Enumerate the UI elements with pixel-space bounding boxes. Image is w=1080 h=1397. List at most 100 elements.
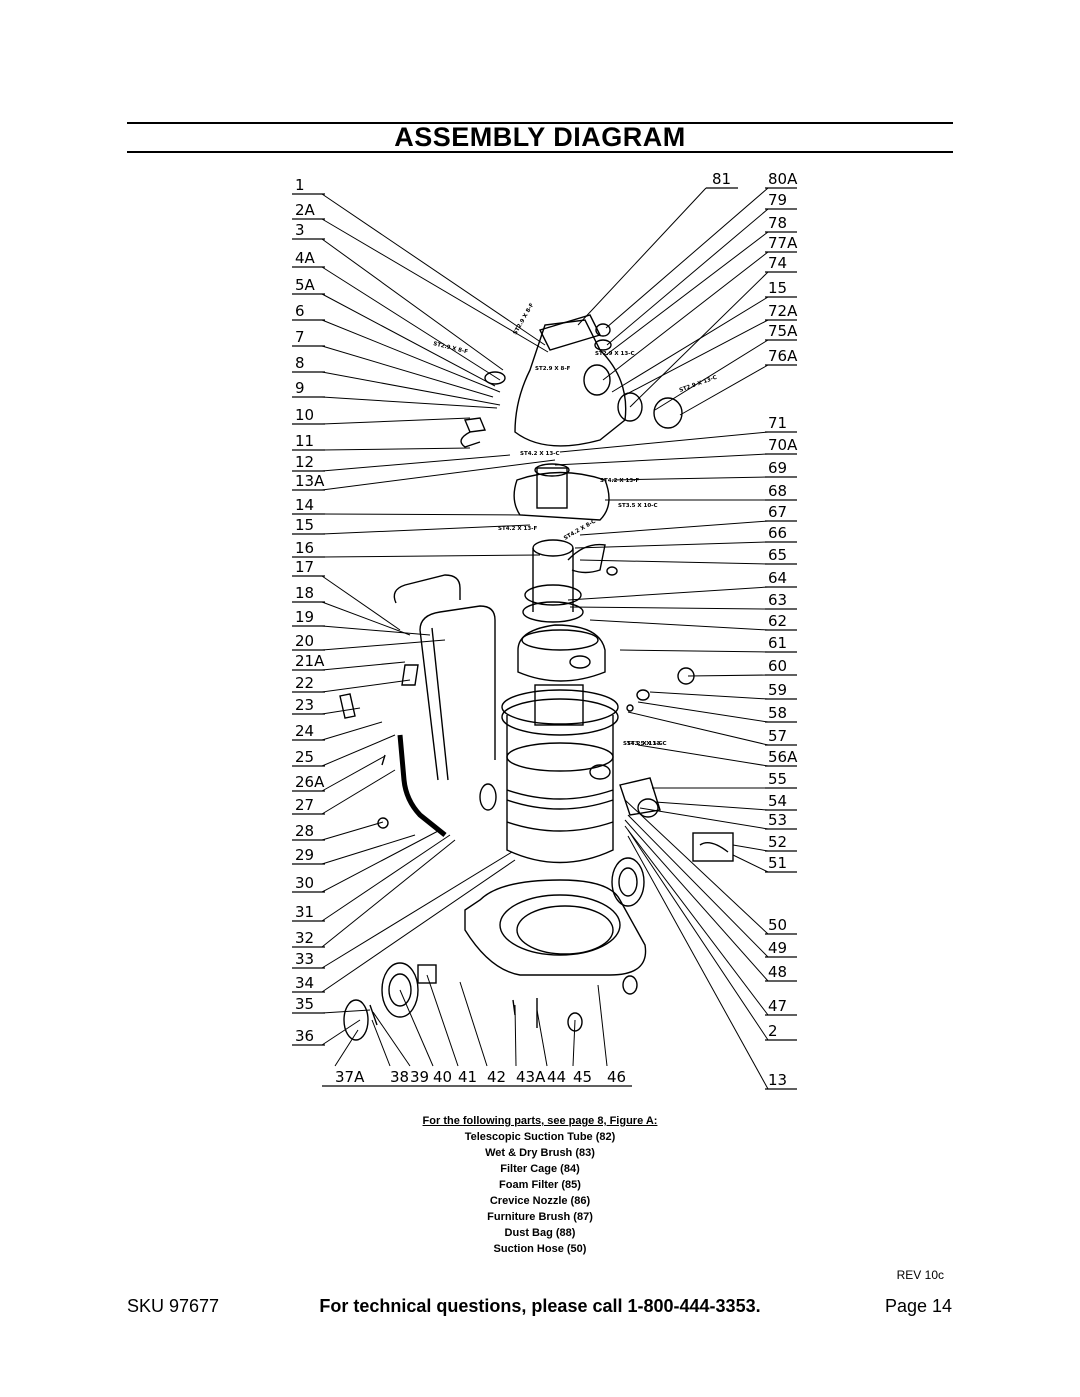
leader-line: [321, 639, 446, 651]
leader-line: [321, 454, 511, 472]
left-labels: 12A34A5A678910111213A1415161718192021A22…: [292, 176, 325, 1046]
left-callout-label: 27: [295, 796, 314, 814]
leader-line: [371, 1019, 391, 1067]
bottom-callout-label: 43A: [516, 1068, 546, 1086]
left-callout-label: 26A: [295, 773, 325, 791]
leader-lines: [321, 187, 769, 1090]
left-callout-label: 22: [295, 674, 314, 692]
left-callout-label: 30: [295, 874, 314, 892]
right-callout-label: 74: [768, 254, 787, 272]
leader-line: [627, 829, 769, 1041]
right-callout-label: 78: [768, 214, 787, 232]
left-callout-label: 32: [295, 929, 314, 947]
left-callout-label: 33: [295, 950, 314, 968]
leader-line: [321, 829, 441, 893]
notes-item: Dust Bag (88): [504, 1227, 576, 1239]
title-bottom-rule: [127, 151, 953, 153]
part-code: ST3.5 X 13-C: [627, 741, 667, 747]
bottom-callout-label: 37A: [335, 1068, 365, 1086]
right-callout-label: 71: [768, 414, 787, 432]
leader-line: [321, 661, 406, 671]
bottom-callout-label: 46: [607, 1068, 626, 1086]
right-callout-label: 13: [768, 1071, 787, 1089]
bottom-callout-label: 38: [390, 1068, 409, 1086]
notes-item: Filter Cage (84): [500, 1163, 580, 1175]
leader-line: [606, 208, 769, 346]
left-callout-label: 14: [295, 496, 314, 514]
leader-line: [321, 345, 494, 398]
leader-line: [627, 814, 769, 958]
leader-line: [321, 447, 471, 451]
leader-line: [321, 218, 549, 353]
title-top-rule: [127, 122, 953, 124]
leader-line: [321, 1009, 371, 1014]
right-callout-label: 65: [768, 546, 787, 564]
left-callout-label: 3: [295, 221, 305, 239]
leader-line: [637, 744, 769, 767]
leader-line: [572, 1019, 576, 1067]
part-code: ST2.9 X 13-C: [679, 375, 718, 394]
right-callout-label: 57: [768, 727, 787, 745]
leader-line: [321, 625, 431, 636]
leader-line: [679, 364, 769, 416]
right-callout-label: 67: [768, 503, 787, 521]
bottom-callout-label: 44: [547, 1068, 566, 1086]
leader-line: [334, 1029, 359, 1067]
leader-line: [321, 238, 504, 371]
left-callout-label: 11: [295, 432, 314, 450]
leader-line: [459, 981, 488, 1067]
notes-heading: For the following parts, see page 8, Fig…: [422, 1115, 658, 1127]
leader-line: [579, 520, 769, 536]
leader-line: [687, 674, 769, 677]
notes-item: Furniture Brush (87): [487, 1211, 593, 1223]
leader-line: [321, 524, 531, 535]
left-callout-label: 19: [295, 608, 314, 626]
leader-line: [567, 586, 769, 601]
leader-line: [639, 807, 769, 830]
footer-sku: SKU 97677: [127, 1296, 220, 1316]
leader-line: [624, 319, 769, 396]
right-callout-label: 72A: [768, 302, 798, 320]
right-callout-label: 79: [768, 191, 787, 209]
bottom-callout-label: 42: [487, 1068, 506, 1086]
left-callout-label: 5A: [295, 276, 316, 294]
right-callout-label: 60: [768, 657, 787, 675]
leader-line: [619, 649, 769, 653]
leader-line: [321, 371, 501, 406]
part-code: ST4.2 X 8-C: [563, 519, 597, 542]
right-labels: 80A797877A741572A75A76A7170A696867666564…: [765, 170, 798, 1090]
notes-item: Foam Filter (85): [499, 1179, 581, 1191]
notes-item: Telescopic Suction Tube (82): [464, 1131, 616, 1143]
right-callout-label: 50: [768, 916, 787, 934]
left-callout-label: 16: [295, 539, 314, 557]
part-code: ST2.9 X 13-C: [595, 351, 635, 357]
right-callout-label: 61: [768, 634, 787, 652]
left-callout-label: 9: [295, 379, 305, 397]
left-callout-label: 18: [295, 584, 314, 602]
leader-line: [654, 801, 769, 811]
leader-line: [321, 459, 556, 491]
leader-line: [372, 1011, 411, 1067]
part-code: ST3.5 X 10-C: [618, 503, 658, 509]
leader-line: [605, 231, 769, 356]
leader-line: [321, 707, 361, 715]
left-callout-label: 20: [295, 632, 314, 650]
notes-item: Crevice Nozzle (86): [489, 1195, 591, 1207]
part-code: ST4.2 X 13-F: [498, 526, 537, 532]
part-code: ST4.2 X 13-C: [623, 741, 663, 747]
leader-line: [732, 844, 769, 852]
diagram-parts: [339, 314, 734, 1041]
leader-line: [321, 513, 526, 516]
leader-line: [321, 721, 383, 741]
leader-line: [627, 835, 769, 1090]
leader-line: [649, 691, 769, 700]
leader-line: [624, 825, 769, 1016]
leader-line: [321, 266, 501, 381]
left-callout-label: 2A: [295, 201, 316, 219]
top-label: 81: [706, 170, 738, 189]
right-callout-label: 63: [768, 591, 787, 609]
leader-line: [321, 769, 396, 815]
leader-line: [579, 559, 769, 565]
right-callout-label: 15: [768, 279, 787, 297]
leader-line: [605, 187, 769, 329]
